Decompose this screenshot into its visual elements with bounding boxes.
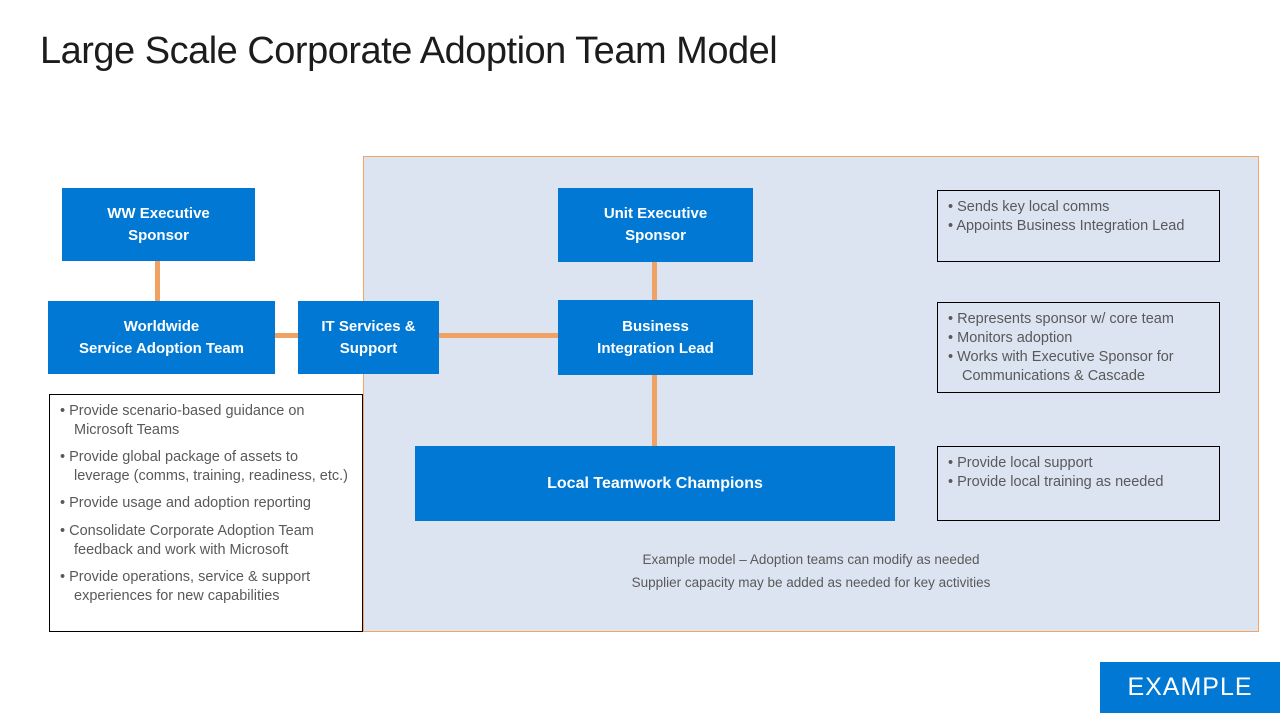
note-item: Provide scenario-based guidance on Micro… <box>60 402 354 440</box>
note-item: Consolidate Corporate Adoption Team feed… <box>60 522 354 560</box>
box-it-services-support: IT Services & Support <box>298 301 439 374</box>
slide-title: Large Scale Corporate Adoption Team Mode… <box>40 30 778 72</box>
box-unit-executive-sponsor: Unit Executive Sponsor <box>558 188 753 262</box>
notes-unit-sponsor: Sends key local comms Appoints Business … <box>937 190 1220 262</box>
note-item: Works with Executive Sponsor for Communi… <box>948 348 1211 386</box>
box-worldwide-service-adoption-team: Worldwide Service Adoption Team <box>48 301 275 374</box>
note-item: Monitors adoption <box>948 329 1211 348</box>
box-ww-executive-sponsor: WW Executive Sponsor <box>62 188 255 261</box>
notes-champions: Provide local support Provide local trai… <box>937 446 1220 521</box>
notes-worldwide-team-list: Provide scenario-based guidance on Micro… <box>50 395 362 612</box>
connector-wsat-to-it <box>275 333 299 338</box>
notes-unit-sponsor-list: Sends key local comms Appoints Business … <box>938 191 1219 242</box>
caption-line-1: Example model – Adoption teams can modif… <box>642 552 980 567</box>
connector-unit-to-bil <box>652 262 657 301</box>
connector-bil-to-champions <box>652 375 657 447</box>
connector-ww-to-wsat <box>155 261 160 302</box>
note-item: Provide global package of assets to leve… <box>60 448 354 486</box>
note-item: Provide usage and adoption reporting <box>60 494 354 513</box>
connector-it-to-bil <box>439 333 559 338</box>
box-business-integration-lead: Business Integration Lead <box>558 300 753 375</box>
note-item: Represents sponsor w/ core team <box>948 310 1211 329</box>
notes-integration-lead-list: Represents sponsor w/ core team Monitors… <box>938 303 1219 391</box>
note-item: Provide local training as needed <box>948 473 1211 492</box>
caption-line-2: Supplier capacity may be added as needed… <box>631 575 991 590</box>
box-local-teamwork-champions: Local Teamwork Champions <box>415 446 895 521</box>
notes-champions-list: Provide local support Provide local trai… <box>938 447 1219 498</box>
note-item: Provide operations, service & support ex… <box>60 568 354 606</box>
notes-worldwide-team: Provide scenario-based guidance on Micro… <box>49 394 363 632</box>
notes-integration-lead: Represents sponsor w/ core team Monitors… <box>937 302 1220 393</box>
example-badge: EXAMPLE <box>1100 662 1280 713</box>
note-item: Provide local support <box>948 454 1211 473</box>
note-item: Appoints Business Integration Lead <box>948 217 1211 236</box>
note-item: Sends key local comms <box>948 198 1211 217</box>
panel-caption: Example model – Adoption teams can modif… <box>363 548 1259 594</box>
